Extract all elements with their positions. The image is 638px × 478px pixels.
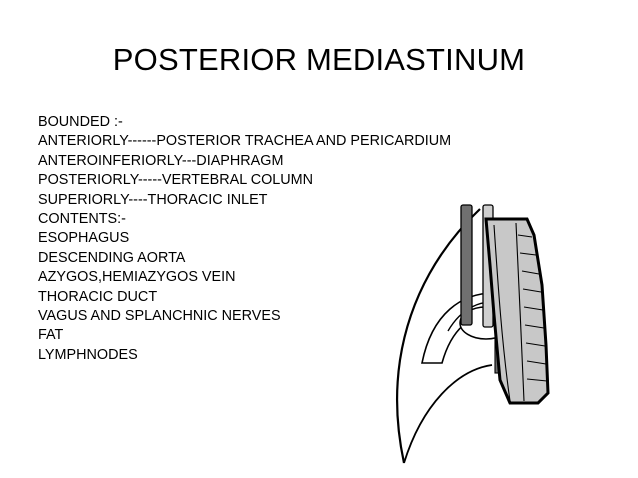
trachea-vessel <box>460 204 473 326</box>
diaphragm-curve <box>403 364 493 464</box>
inner-vessel-line <box>493 224 511 402</box>
text-line-anteriorly: ANTERIORLY------POSTERIOR TRACHEA AND PE… <box>38 133 452 150</box>
slide-title: POSTERIOR MEDIASTINUM <box>112 42 526 77</box>
slide-body: BOUNDED :- ANTERIORLY------POSTERIOR TRA… <box>38 113 478 365</box>
thoracic-outline <box>395 208 481 464</box>
text-line-azygos: AZYGOS,HEMIAZYGOS VEIN <box>38 269 236 286</box>
text-line-lymphnodes: LYMPHNODES <box>38 346 138 363</box>
vertebral-segments <box>515 222 548 402</box>
text-line-thoracic-duct: THORACIC DUCT <box>38 288 158 305</box>
text-line-esophagus: ESOPHAGUS <box>38 230 130 247</box>
text-line-descending-aorta: DESCENDING AORTA <box>38 249 186 266</box>
text-line-posteriorly: POSTERIORLY-----VERTEBRAL COLUMN <box>38 172 314 189</box>
text-line-contents: CONTENTS:- <box>38 211 126 228</box>
text-line-fat: FAT <box>38 327 64 344</box>
text-line-bounded: BOUNDED :- <box>38 114 123 130</box>
posterior-mediastinum-region <box>484 217 550 405</box>
text-line-vagus: VAGUS AND SPLANCHNIC NERVES <box>38 308 281 325</box>
mediastinum-diagram <box>395 204 550 464</box>
text-line-anteroinferiorly: ANTEROINFERIORLY---DIAPHRAGM <box>38 152 284 169</box>
text-line-superiorly: SUPERIORLY----THORACIC INLET <box>38 191 268 208</box>
